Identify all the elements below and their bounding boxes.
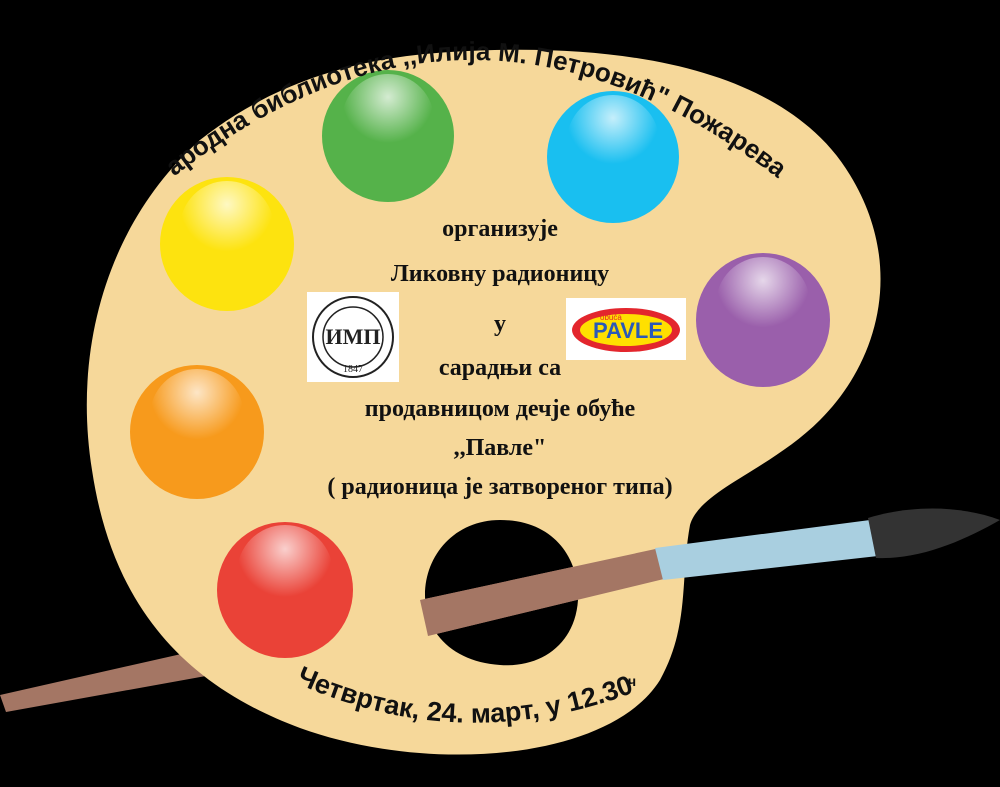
paint-green [322, 70, 454, 202]
brush-tip [868, 508, 1000, 559]
paint-cyan [547, 91, 679, 223]
seal-year: 1847 [343, 364, 363, 375]
pavle-small-text: obuća [600, 313, 622, 322]
pavle-logo: obuća PAVLE [566, 298, 686, 360]
line-workshop: Ликовну радионицу [390, 261, 610, 287]
line-shop: продавницом дечје обуће [364, 396, 636, 422]
library-seal-logo: ИМП 1847 [307, 292, 399, 382]
paint-red [217, 522, 353, 658]
brush-ferrule [655, 520, 878, 580]
pavle-name: PAVLE [593, 318, 663, 343]
line-closed-type: ( радионица је затвореног типа) [327, 474, 673, 500]
seal-initials: ИМП [326, 324, 381, 349]
brush-handle-front [420, 548, 668, 636]
line-pavle: ,,Павле" [453, 435, 547, 461]
time-suffix: ч [628, 673, 636, 689]
line-u: у [494, 311, 506, 337]
line-organizes: организује [442, 216, 558, 242]
paint-yellow [160, 177, 294, 311]
line-cooperation: сарадњи са [438, 355, 562, 381]
paint-orange [130, 365, 264, 499]
paint-purple [696, 253, 830, 387]
